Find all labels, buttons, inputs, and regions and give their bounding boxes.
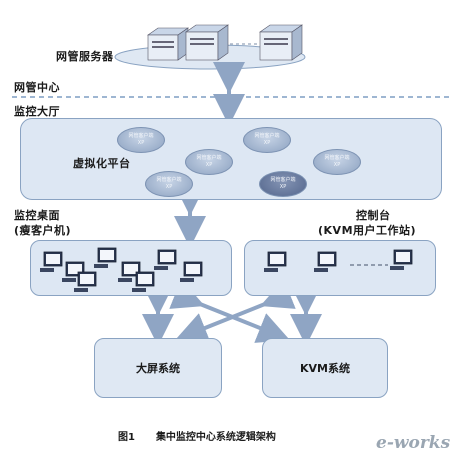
figure-caption: 图1 集中监控中心系统逻辑架构 bbox=[118, 428, 276, 443]
figure-title: 集中监控中心系统逻辑架构 bbox=[155, 432, 276, 443]
big-screen-system: 大屏系统 bbox=[94, 338, 222, 398]
monitor-icon bbox=[154, 249, 177, 270]
monitor-icon bbox=[118, 261, 141, 282]
vm-node-os: XP bbox=[263, 140, 271, 146]
console-label-line2: (KVM用户工作站) bbox=[318, 224, 417, 237]
desktop-label-line2: (瘦客户机) bbox=[14, 224, 72, 237]
vm-node-os: XP bbox=[165, 184, 173, 190]
vm-node-os: XP bbox=[333, 162, 341, 168]
vm-node-name: 网管客户端 bbox=[270, 177, 296, 183]
kvm-system: KVM系统 bbox=[262, 338, 388, 398]
center-label: 网管中心 bbox=[14, 81, 60, 94]
console-label-line1: 控制台 bbox=[356, 209, 391, 222]
vm-node: 网管客户端 XP bbox=[313, 149, 361, 175]
vm-node: 网管客户端 XP bbox=[185, 149, 233, 175]
monitor-icon bbox=[314, 251, 337, 272]
virtualization-label: 虚拟化平台 bbox=[73, 157, 131, 170]
monitor-icon bbox=[74, 271, 97, 292]
monitor-icon bbox=[40, 251, 63, 272]
arrow-console-to-bigscreen bbox=[175, 279, 296, 343]
vm-node: 网管客户端 XP bbox=[243, 127, 291, 153]
vm-node-name: 网管客户端 bbox=[324, 155, 350, 161]
monitor-icon bbox=[390, 249, 413, 270]
vm-node-name: 网管客户端 bbox=[156, 177, 182, 183]
hall-label: 监控大厅 bbox=[14, 105, 60, 118]
monitor-icon bbox=[132, 271, 155, 292]
monitor-icon bbox=[180, 261, 203, 282]
vm-node-name: 网管客户端 bbox=[128, 133, 154, 139]
vm-node-name: 网管客户端 bbox=[254, 133, 280, 139]
e-works-logo: e-works bbox=[376, 433, 451, 453]
vm-node-os: XP bbox=[137, 140, 145, 146]
vm-node-os: XP bbox=[279, 184, 287, 190]
big-screen-label: 大屏系统 bbox=[136, 362, 180, 375]
desktop-label-line1: 监控桌面 bbox=[14, 209, 60, 222]
vm-node: 网管客户端 XP bbox=[145, 171, 193, 197]
monitor-icon bbox=[264, 251, 287, 272]
virtualization-platform-box: 虚拟化平台 网管客户端 XP 网管客户端 XP 网管客户端 XP 网管客户端 X… bbox=[20, 118, 442, 200]
vm-node: 网管客户端 XP bbox=[117, 127, 165, 153]
kvm-label: KVM系统 bbox=[300, 362, 350, 375]
vm-node: 网管客户端 XP bbox=[259, 171, 307, 197]
vm-node-os: XP bbox=[205, 162, 213, 168]
figure-number: 图1 bbox=[118, 432, 135, 443]
servers-label: 网管服务器 bbox=[56, 50, 114, 63]
vm-node-name: 网管客户端 bbox=[196, 155, 222, 161]
monitor-icon bbox=[94, 247, 117, 268]
